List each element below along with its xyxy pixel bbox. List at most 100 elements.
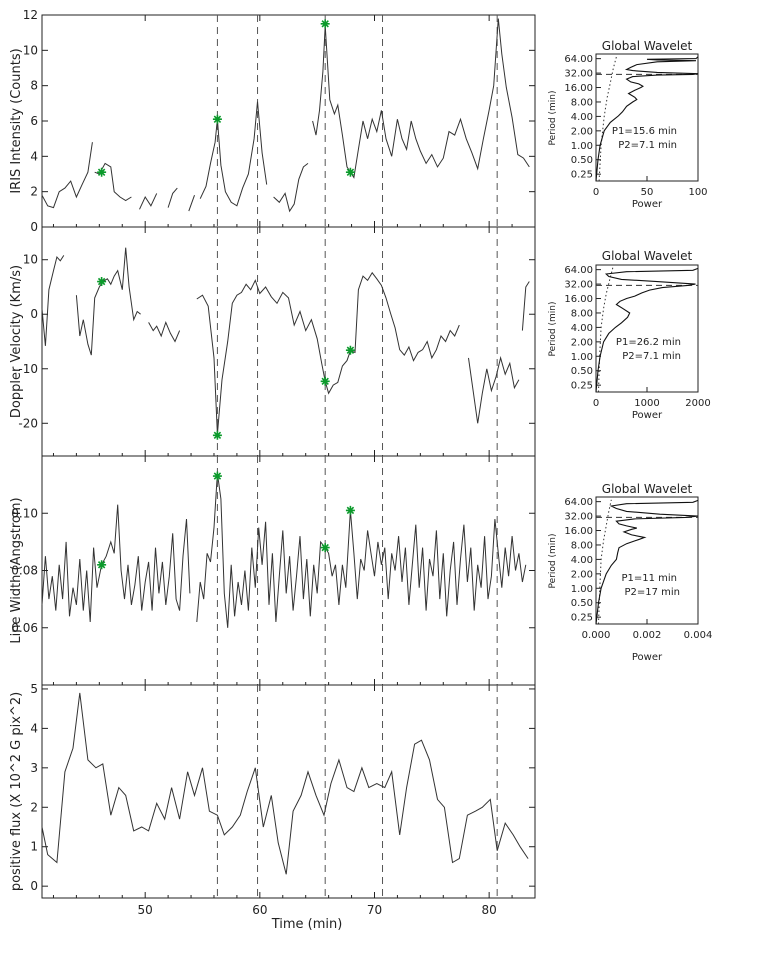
event-marker [320,376,330,386]
inset-y-label: Period (min) [548,534,558,589]
inset-significance-curve [598,499,612,625]
inset-x-tick-label: 0.004 [684,630,713,641]
panel-line-width: 0.060.080.10 Line Width (Angstrom) [9,455,536,686]
series-line [148,320,181,343]
inset-power-curve [595,499,699,625]
marker-group [97,19,355,177]
y-axis-label: IRIS Intensity (Counts) [9,48,24,193]
y-tick-label: 10 [23,253,38,267]
inset-y-tick-label: 4.00 [571,323,593,334]
inset-annotation-p2: P2=7.1 min [622,351,681,362]
y-tick-label: 4 [30,721,38,735]
series-line [167,187,178,208]
inset-annotation-p1: P1=15.6 min [612,126,677,137]
inset-title: Global Wavelet [602,249,693,263]
inset-title: Global Wavelet [602,482,693,496]
inset-y-tick-label: 8.00 [571,308,593,319]
series-line [196,271,460,435]
series-line [521,281,530,331]
inset-power-curve [595,267,699,393]
inset-x-tick-label: 0.002 [633,630,662,641]
series-line [468,355,520,424]
event-marker [345,345,355,355]
y-axis-label: positive flux (X 10^2 G pix^2) [9,692,24,891]
inset-y-label: Period (min) [548,302,558,357]
y-tick-label: 12 [23,8,38,22]
inset-y-tick-label: 2.00 [571,337,593,348]
inset-y-tick-label: 0.25 [571,170,593,181]
y-tick-label: 0 [30,307,38,321]
series-line [199,101,268,207]
inset-x-tick-label: 2000 [685,398,710,409]
vline-group [216,227,498,456]
inset-y-tick-label: 4.00 [571,555,593,566]
inset-y-tick-label: 64.00 [564,497,593,508]
y-tick-label: 4 [30,149,38,163]
inset-y-tick-label: 0.25 [571,381,593,392]
inset-y-tick-label: 16.00 [564,294,593,305]
inset-content: 64.0032.0016.008.004.002.001.000.500.250… [564,265,710,409]
event-marker [212,430,222,440]
series-line [188,195,195,212]
y-tick-label: 0.06 [11,621,38,635]
inset-title: Global Wavelet [602,39,693,53]
inset-x-tick-label: 100 [688,187,707,198]
plot-frame [41,226,536,457]
inset-y-tick-label: 16.00 [564,83,593,94]
event-marker [212,114,222,124]
x-tick-label: 80 [481,903,496,917]
event-marker [97,277,107,287]
x-tick-group [52,15,536,227]
y-tick-label: 2 [30,185,38,199]
inset-y-label: Period (min) [548,91,558,146]
inset-y-tick-label: 0.50 [571,366,593,377]
inset-y-tick-label: 1.00 [571,141,593,152]
series-line [41,255,65,346]
inset-y-tick-label: 2.00 [571,569,593,580]
y-tick-label: 2 [30,800,38,814]
inset-x-label: Power [632,652,663,663]
inset-y-tick-label: 16.00 [564,526,593,537]
x-tick-label: 50 [138,903,153,917]
y-tick-label: 0.08 [11,564,38,578]
y-tick-label: -20 [18,416,38,430]
series-line [139,193,158,210]
y-tick-label: 0.10 [11,506,38,520]
inset-content: 64.0032.0016.008.004.002.001.000.500.250… [564,497,712,641]
series-group [41,18,530,213]
inset-y-tick-label: 0.25 [571,613,593,624]
event-marker [97,560,107,570]
series-line [273,163,309,213]
vline-group [216,456,498,685]
y-tick-label: 8 [30,79,38,93]
event-marker [345,505,355,515]
inset-annotation-p2: P2=17 min [624,587,680,598]
series-line [41,504,191,623]
event-marker [97,167,107,177]
inset-y-tick-label: 0.50 [571,155,593,166]
y-tick-group: 0.06 0.08 0.10 [11,506,535,635]
y-tick-label: 1 [30,840,38,854]
inset-x-tick-label: 1000 [634,398,659,409]
inset-y-tick-label: 2.00 [571,126,593,137]
inset-y-tick-label: 32.00 [564,280,593,291]
inset-wavelet-velocity: Global Wavelet 64.0032.0016.008.004.002.… [548,249,711,421]
marker-group [97,277,355,440]
inset-wavelet-intensity: Global Wavelet 64.0032.0016.008.004.002.… [548,39,708,210]
inset-x-tick-label: 0 [593,187,599,198]
inset-y-tick-label: 1.00 [571,584,593,595]
series-group [41,692,529,875]
inset-y-tick-label: 8.00 [571,97,593,108]
y-tick-label: 5 [30,682,38,696]
series-group [41,247,530,435]
inset-annotation-p2: P2=7.1 min [618,140,677,151]
inset-y-tick-label: 8.00 [571,540,593,551]
y-tick-label: 10 [23,43,38,57]
vline-group [216,685,498,898]
inset-frame [595,496,699,625]
